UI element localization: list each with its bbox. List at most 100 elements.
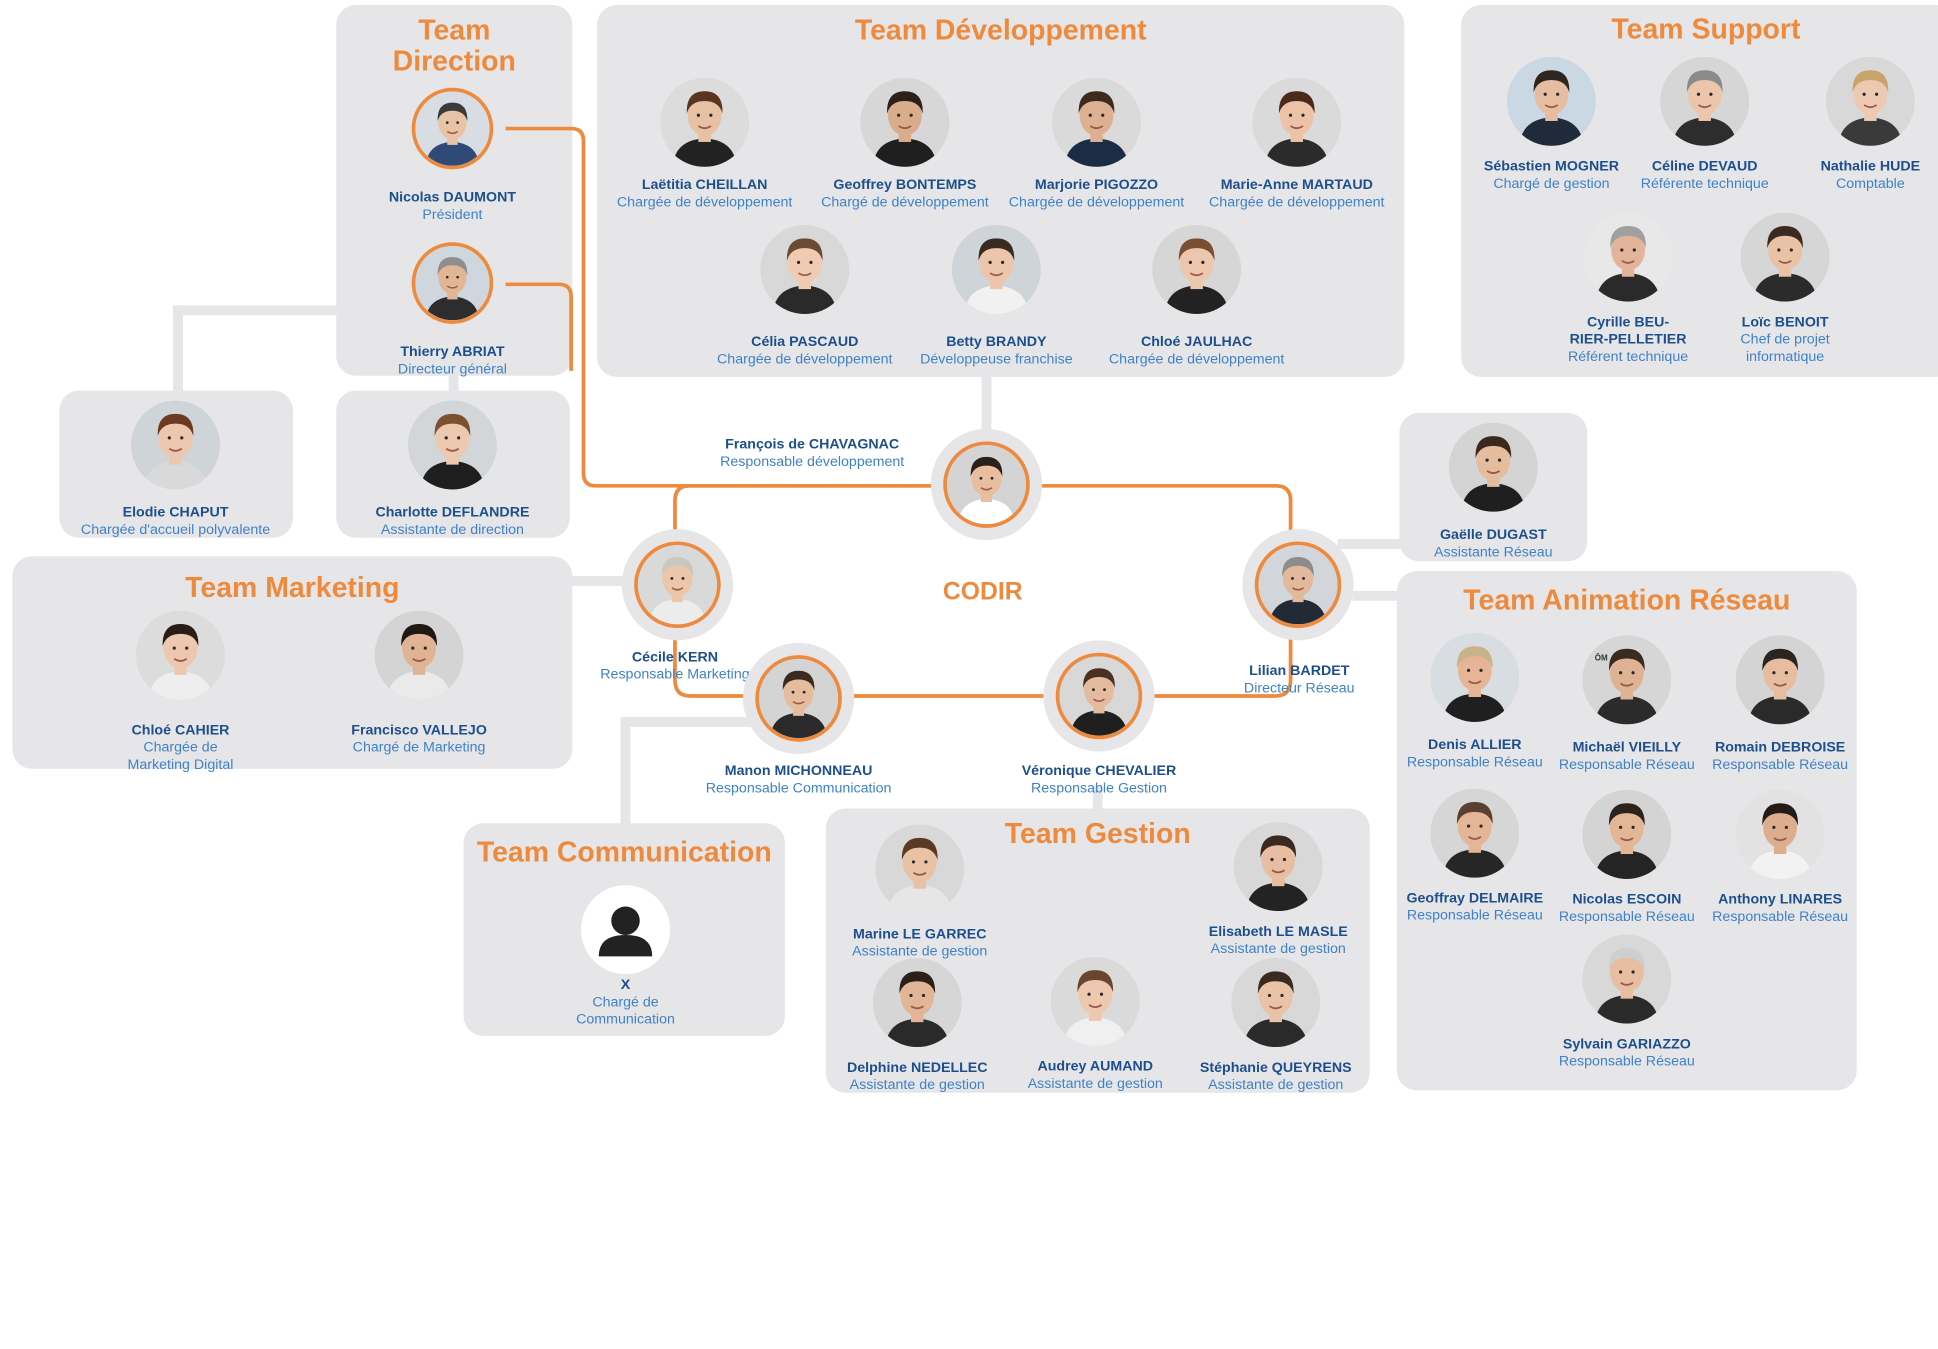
portrait-photo [1583, 212, 1673, 302]
person-placeholder-icon [581, 885, 671, 975]
svg-text:ÔM: ÔM [1595, 653, 1608, 662]
person-role: Chargée de développement [616, 195, 793, 211]
portrait-photo [860, 77, 950, 167]
person-name: Sébastien MOGNER [1483, 159, 1619, 175]
person-name: Nicolas DAUMONT [388, 190, 517, 206]
avatar [1582, 789, 1672, 879]
portrait-photo [1430, 632, 1520, 722]
person-role: Assistante de gestion [1210, 941, 1346, 957]
person-role: Assistante de gestion [852, 944, 988, 960]
portrait-photo [1059, 656, 1139, 736]
person-role: Responsable Réseau [1558, 757, 1695, 773]
portrait-photo [872, 958, 962, 1048]
person-role: Référent technique [1568, 349, 1689, 365]
person-name: Francisco VALLEJO [351, 723, 487, 739]
person-name: Célia PASCAUD [751, 335, 859, 350]
person-role: Développeuse franchise [920, 352, 1073, 368]
avatar [875, 824, 965, 914]
avatar: ÔM [1582, 635, 1672, 725]
portrait-photo [946, 445, 1027, 525]
person-role: Chargée d'accueil polyvalente [80, 522, 271, 538]
portrait-photo [951, 224, 1041, 314]
avatar [1582, 934, 1672, 1024]
person-name: Michaël VIEILLY [1572, 740, 1682, 756]
hierarchy-links [492, 126, 1293, 698]
person-role: Chargée de développement [1108, 352, 1285, 368]
avatar [943, 441, 1030, 528]
avatar [1448, 422, 1538, 512]
avatar [755, 655, 842, 742]
portrait-photo [1448, 422, 1538, 512]
portrait-photo [1050, 956, 1140, 1046]
codir-ring [673, 483, 1293, 698]
connector-developpement [981, 370, 992, 436]
portrait-photo [1582, 934, 1672, 1024]
avatar [1740, 212, 1830, 302]
connector-marketing [568, 576, 633, 586]
person-name: Romain DEBROISE [1714, 740, 1846, 756]
portrait-photo [1582, 789, 1672, 879]
person-name: Anthony LINARES [1718, 892, 1843, 908]
person-role: Référente technique [1640, 176, 1769, 192]
portrait-photo [415, 91, 490, 166]
avatar [135, 610, 225, 700]
person-role: Assistante de gestion [1208, 1077, 1344, 1093]
portrait-photo [407, 400, 497, 490]
person-role: Chef de projet informatique [1740, 332, 1830, 365]
avatar [1583, 212, 1673, 302]
team-animation-title: Team Animation Réseau [1463, 583, 1791, 616]
person-role: Chargé de gestion [1493, 176, 1610, 192]
avatar [407, 400, 497, 490]
person-name: Audrey AUMAND [1037, 1059, 1154, 1075]
person-name: Cécile KERN [631, 650, 719, 666]
person-role: Responsable Réseau [1712, 909, 1849, 925]
link-nicolas-daumont [492, 126, 944, 488]
avatar [1050, 956, 1140, 1046]
person-name: Denis ALLIER [1428, 738, 1522, 753]
person-name: Stéphanie QUEYRENS [1199, 1060, 1352, 1076]
connector-gaelle [1337, 538, 1407, 549]
connector-assistant-elodie-h [173, 305, 342, 316]
person-name: Véronique CHEVALIER [1021, 763, 1177, 779]
person-role: Assistante Réseau [1434, 545, 1553, 560]
avatar [1735, 635, 1825, 725]
avatar [760, 224, 850, 314]
person-name: Manon MICHONNEAU [724, 763, 873, 779]
portrait-photo [660, 77, 750, 167]
portrait-photo [1231, 958, 1321, 1048]
person-name: Delphine NEDELLEC [846, 1060, 988, 1076]
portrait-photo [1258, 545, 1338, 625]
person-name: Lilian BARDET [1249, 663, 1350, 679]
person-role: Chargée de développement [1209, 195, 1385, 211]
person-name: Nicolas ESCOIN [1572, 892, 1682, 908]
person-role: Responsable Réseau [1558, 1054, 1695, 1070]
link-thierry-abriat [492, 282, 573, 371]
team-marketing-title: Team Marketing [185, 571, 400, 604]
person-role: Responsable Gestion [1031, 781, 1167, 797]
person-name: Chloé JAULHAC [1140, 335, 1253, 350]
person-name: Betty BRANDY [946, 335, 1047, 350]
person-role: Chargée de développement [1008, 195, 1185, 211]
person-name: Elodie CHAPUT [122, 505, 229, 521]
avatar [1254, 541, 1342, 628]
portrait-photo [374, 610, 464, 700]
person-name: Nathalie HUDE [1820, 159, 1921, 175]
person-role: Responsable Réseau [1712, 757, 1849, 773]
avatar [1506, 56, 1596, 146]
avatar [1231, 958, 1321, 1048]
avatar [1252, 77, 1342, 167]
team-developpement-panel [597, 4, 1405, 378]
team-communication-title: Team Communication [476, 835, 772, 868]
person-name: Charlotte DEFLANDRE [375, 505, 530, 521]
avatar [1660, 56, 1750, 146]
person-name: Elisabeth LE MASLE [1208, 924, 1348, 940]
person-name: Marjorie PIGOZZO [1034, 178, 1159, 193]
connector-animation [1352, 590, 1407, 601]
portrait-photo [1825, 56, 1915, 146]
portrait-photo [1735, 789, 1825, 879]
team-gestion-title: Team Gestion [1004, 817, 1191, 850]
avatar [374, 610, 464, 700]
person-role: Responsable Marketing [600, 667, 750, 683]
portrait-photo [1506, 56, 1596, 146]
person-role: Chargé de Communication [576, 995, 675, 1028]
